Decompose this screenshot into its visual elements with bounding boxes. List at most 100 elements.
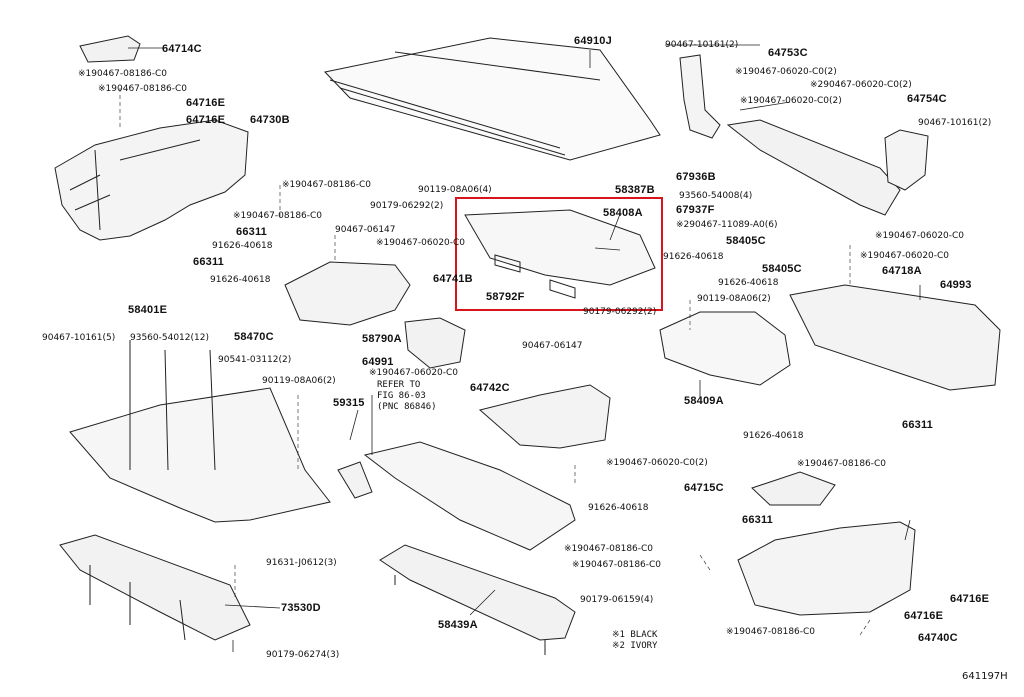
under-tray-64991 — [363, 441, 576, 551]
part-90467-06020-f[interactable]: ※190467-06020-C0 — [860, 251, 950, 261]
part-91626-40618-a[interactable]: 91626-40618 — [212, 241, 273, 251]
part-90179-06159[interactable]: 90179-06159(4) — [580, 595, 654, 605]
part-90467-08186-f[interactable]: ※190467-08186-C0 — [564, 544, 654, 554]
part-64742c[interactable]: 64742C — [470, 382, 510, 394]
side-tray-64993 — [789, 284, 1001, 391]
part-64714c[interactable]: 64714C — [162, 43, 202, 55]
part-64991[interactable]: 64991 — [362, 356, 394, 368]
part-58439a[interactable]: 58439A — [438, 619, 478, 631]
part-90467-06020-d[interactable]: ※190467-06020-C0 — [376, 238, 466, 248]
part-90467-10161-c[interactable]: 90467-10161(5) — [42, 333, 116, 343]
trim-cover-64715c — [751, 471, 836, 506]
part-91631-j0612[interactable]: 91631-J0612(3) — [266, 558, 337, 568]
part-73530d[interactable]: 73530D — [281, 602, 321, 614]
scuff-plate — [726, 119, 901, 216]
part-90467-08186-c[interactable]: ※190467-08186-C0 — [282, 180, 372, 190]
part-58405c-a[interactable]: 58405C — [726, 235, 766, 247]
part-90119-08a06-b[interactable]: 90119-08A06(2) — [697, 294, 771, 304]
pillar-trim-64753c — [679, 54, 721, 139]
part-64910j[interactable]: 64910J — [574, 35, 612, 47]
part-90467-08186-a[interactable]: ※190467-08186-C0 — [78, 69, 168, 79]
part-90179-06292-a[interactable]: 90179-06292(2) — [370, 201, 444, 211]
part-93560-54008[interactable]: 93560-54008(4) — [679, 191, 753, 201]
part-90467-06020-h[interactable]: ※190467-06020-C0(2) — [606, 458, 708, 468]
part-90119-08a06-a[interactable]: 90119-08A06(4) — [418, 185, 492, 195]
part-90467-10161-b[interactable]: 90467-10161(2) — [918, 118, 992, 128]
part-58408a[interactable]: 58408A — [603, 207, 643, 219]
refer-note-line2[interactable]: FIG 86-03 — [377, 391, 426, 401]
part-59315[interactable]: 59315 — [333, 397, 365, 409]
refer-note: REFER TO FIG 86-03 (PNC 86846) — [377, 380, 437, 413]
part-64993[interactable]: 64993 — [940, 279, 972, 291]
part-90467-06020-c[interactable]: ※190467-06020-C0(2) — [740, 96, 842, 106]
part-64715c[interactable]: 64715C — [684, 482, 724, 494]
legend-ivory: ※2 IVORY — [612, 641, 658, 651]
part-64754c[interactable]: 64754C — [907, 93, 947, 105]
color-legend: ※1 BLACK ※2 IVORY — [612, 630, 657, 652]
diagram-id: 641197H — [962, 671, 1008, 682]
part-64753c[interactable]: 64753C — [768, 47, 808, 59]
part-91626-40618-f[interactable]: 91626-40618 — [588, 503, 649, 513]
legend-black: ※1 BLACK — [612, 630, 658, 640]
quarter-trim-right — [737, 521, 916, 616]
part-90467-06020-a[interactable]: ※190467-06020-C0(2) — [735, 67, 837, 77]
part-58387b[interactable]: 58387B — [615, 184, 655, 196]
part-90119-08a06-c[interactable]: 90119-08A06(2) — [262, 376, 336, 386]
deck-board-58409a — [659, 311, 791, 386]
part-66311-b[interactable]: 66311 — [193, 256, 224, 268]
part-90467-06020-e[interactable]: ※190467-06020-C0 — [875, 231, 965, 241]
part-90467-08186-h[interactable]: ※190467-08186-C0 — [726, 627, 816, 637]
part-64716e-b[interactable]: 64716E — [186, 114, 226, 126]
part-90467-06147-a[interactable]: 90467-06147 — [335, 225, 396, 235]
part-90179-06274[interactable]: 90179-06274(3) — [266, 650, 340, 660]
part-90179-06292-b[interactable]: 90179-06292(2) — [583, 307, 657, 317]
part-91626-40618-d[interactable]: 91626-40618 — [718, 278, 779, 288]
part-90467-08186-d[interactable]: ※190467-08186-C0 — [233, 211, 323, 221]
part-90467-06020-b[interactable]: ※290467-06020-C0(2) — [810, 80, 912, 90]
part-91626-40618-e[interactable]: 91626-40618 — [743, 431, 804, 441]
storage-tray-64741b — [284, 261, 411, 326]
part-90467-08186-b[interactable]: ※190467-08186-C0 — [98, 84, 188, 94]
part-90467-08186-e[interactable]: ※190467-08186-C0 — [797, 459, 887, 469]
part-64716e-d[interactable]: 64716E — [904, 610, 944, 622]
quarter-trim-left — [54, 119, 249, 241]
part-66311-a[interactable]: 66311 — [236, 226, 267, 238]
part-90467-08186-g[interactable]: ※190467-08186-C0 — [572, 560, 662, 570]
part-90541-03112[interactable]: 90541-03112(2) — [218, 355, 292, 365]
part-58790a[interactable]: 58790A — [362, 333, 402, 345]
storage-tray-64742c — [478, 384, 611, 449]
spacer-58790a — [404, 317, 466, 369]
part-90467-10161-a[interactable]: 90467-10161(2) — [665, 40, 739, 50]
part-58409a[interactable]: 58409A — [684, 395, 724, 407]
part-93560-54012[interactable]: 93560-54012(12) — [130, 333, 209, 343]
part-90467-11089[interactable]: ※290467-11089-A0(6) — [676, 220, 778, 230]
part-58470c[interactable]: 58470C — [234, 331, 274, 343]
deck-board-58408a — [464, 209, 656, 286]
part-67937f[interactable]: 67937F — [676, 204, 715, 216]
refer-note-line3: (PNC 86846) — [377, 402, 437, 412]
part-58405c-b[interactable]: 58405C — [762, 263, 802, 275]
tonneau-cover — [324, 37, 661, 161]
part-90467-06147-b[interactable]: 90467-06147 — [522, 341, 583, 351]
part-64740c[interactable]: 64740C — [918, 632, 958, 644]
bracket-73530d — [59, 534, 251, 641]
part-58401e[interactable]: 58401E — [128, 304, 168, 316]
part-67936b[interactable]: 67936B — [676, 171, 716, 183]
part-91626-40618-c[interactable]: 91626-40618 — [663, 252, 724, 262]
part-66311-c[interactable]: 66311 — [902, 419, 933, 431]
trim-59315 — [337, 461, 373, 499]
part-64730b[interactable]: 64730B — [250, 114, 290, 126]
part-64716e-a[interactable]: 64716E — [186, 97, 226, 109]
refer-note-line1: REFER TO — [377, 380, 421, 390]
trim-cover-64714c — [79, 35, 141, 63]
floor-board-58401e — [69, 387, 331, 523]
part-91626-40618-b[interactable]: 91626-40618 — [210, 275, 271, 285]
part-64716e-c[interactable]: 64716E — [950, 593, 990, 605]
part-64741b[interactable]: 64741B — [433, 273, 473, 285]
part-64718a[interactable]: 64718A — [882, 265, 922, 277]
part-66311-d[interactable]: 66311 — [742, 514, 773, 526]
part-58792f[interactable]: 58792F — [486, 291, 525, 303]
part-90467-06020-g[interactable]: ※190467-06020-C0 — [369, 368, 459, 378]
